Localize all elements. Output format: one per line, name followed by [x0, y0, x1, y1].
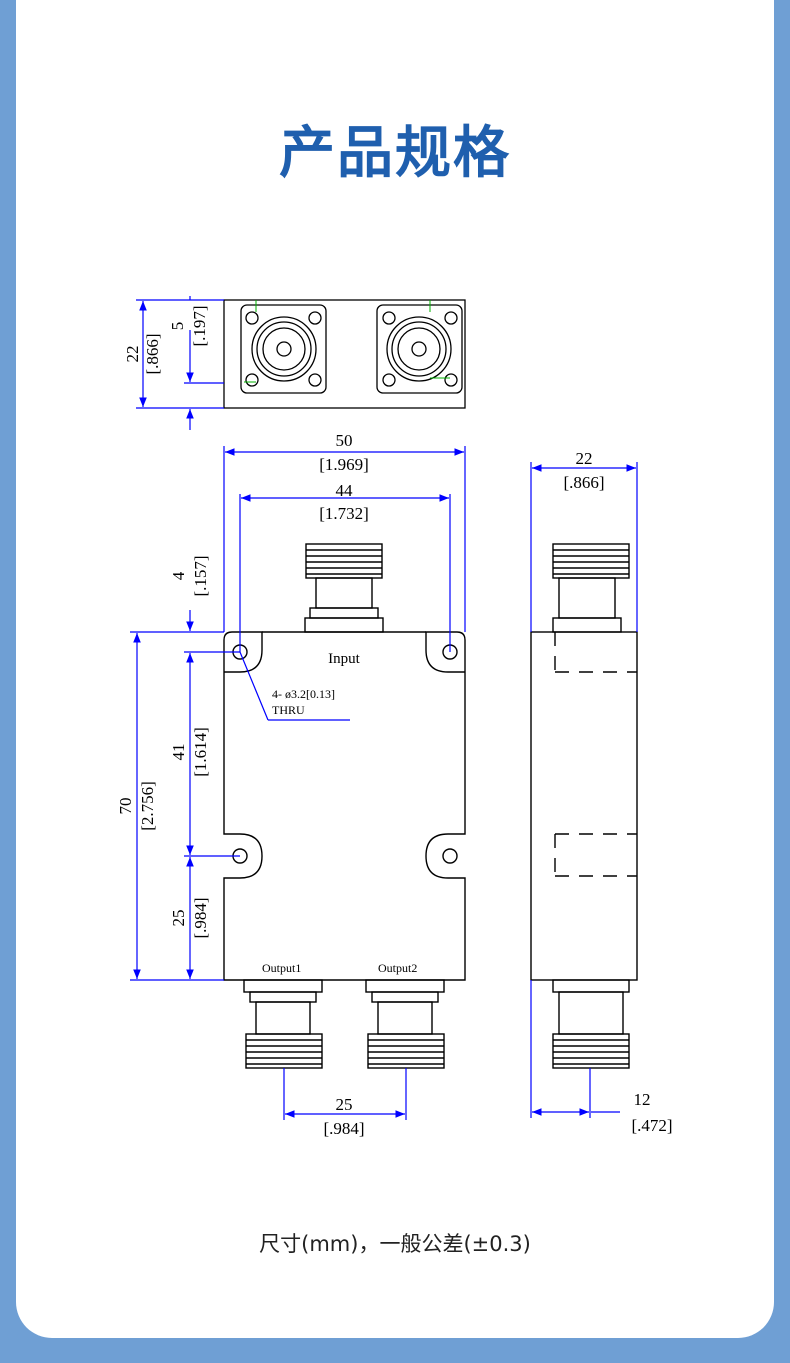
- side-hidden-lines: [554, 632, 637, 877]
- top-view-dims: [136, 296, 224, 430]
- dim-hole-bottom-in: [.984]: [191, 897, 210, 938]
- top-view-centerlines: [244, 300, 450, 383]
- top-connector-1: [240, 304, 327, 394]
- front-view: [223, 543, 466, 1069]
- output1-label: Output1: [262, 961, 301, 975]
- dim-length-mm: 70: [116, 798, 135, 815]
- dim-output-span-in: [.984]: [323, 1119, 364, 1138]
- dim-hole-mid-mm: 41: [169, 744, 188, 761]
- output1-connector: [243, 979, 323, 1069]
- mount-hole-bottom-right: [442, 848, 458, 864]
- dim-hole-top-mm: 4: [169, 571, 188, 580]
- input-connector: [304, 543, 384, 633]
- dim-side-width-mm: 22: [576, 449, 593, 468]
- side-bottom-connector: [552, 979, 630, 1069]
- front-view-dims: [130, 446, 466, 1120]
- hole-spec-label: 4- ø3.2[0.13]: [272, 687, 335, 701]
- dim-top-height-mm: 22: [123, 346, 142, 363]
- dim-top-offset-in: [.197]: [190, 305, 209, 346]
- top-view: [223, 299, 466, 409]
- page-title: 产品规格: [279, 121, 511, 186]
- dim-hole-span-mm: 44: [336, 481, 354, 500]
- dim-hole-mid-in: [1.614]: [191, 727, 210, 777]
- dim-width-in: [1.969]: [319, 455, 369, 474]
- dim-output-span-mm: 25: [336, 1095, 353, 1114]
- side-view-dims: [530, 462, 638, 1118]
- side-view: [530, 543, 638, 1069]
- output2-connector: [365, 979, 445, 1069]
- output2-label: Output2: [378, 961, 417, 975]
- dim-side-offset-mm: 12: [634, 1090, 651, 1109]
- dim-side-width-in: [.866]: [563, 473, 604, 492]
- side-body: [530, 631, 638, 981]
- hole-thru-label: THRU: [272, 703, 305, 717]
- dim-top-height-in: [.866]: [143, 333, 162, 374]
- dim-width-mm: 50: [336, 431, 353, 450]
- dim-length-in: [2.756]: [138, 781, 157, 831]
- dim-hole-top-in: [.157]: [191, 555, 210, 596]
- side-top-connector: [552, 543, 630, 633]
- dim-hole-bottom-mm: 25: [169, 910, 188, 927]
- dim-top-offset-mm: 5: [168, 322, 187, 331]
- front-body-outline: [223, 631, 466, 981]
- tolerance-note: 尺寸(mm)，一般公差(±0.3): [259, 1232, 531, 1256]
- top-view-body: [223, 299, 466, 409]
- input-label: Input: [328, 651, 360, 667]
- dim-side-offset-in: [.472]: [631, 1116, 672, 1135]
- dim-hole-span-in: [1.732]: [319, 504, 369, 523]
- top-connector-2: [376, 304, 463, 394]
